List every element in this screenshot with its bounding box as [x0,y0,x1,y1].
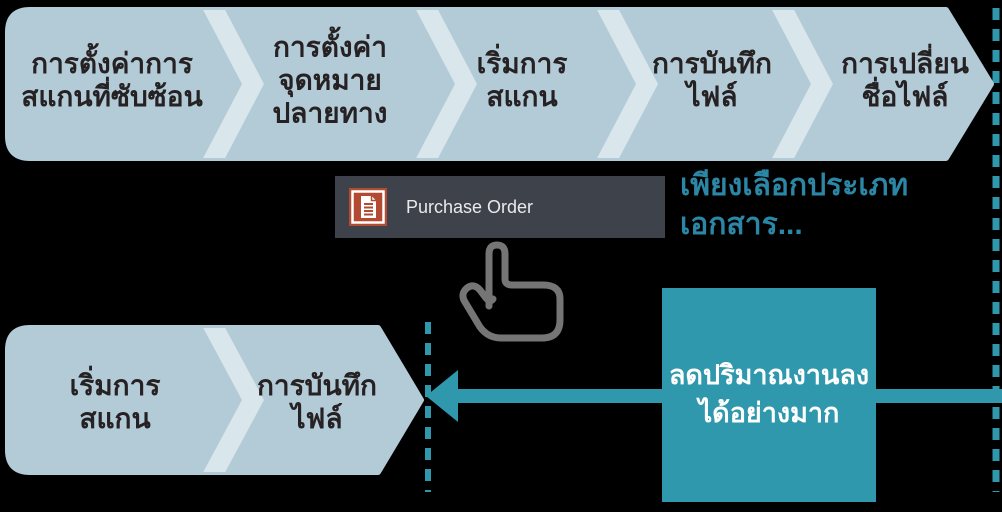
bottom-chevron-body [5,325,424,475]
top-step-1-label: การตั้งค่าการ สแกนที่ซับซ้อน [21,47,203,112]
chevron-divider [413,10,477,158]
bottom-step-1-label: เริ่มการ สแกน [69,369,161,434]
purchase-order-document-icon [349,188,387,226]
chevron-divider [769,10,833,158]
bottom-process-bar [5,325,424,475]
hand-pointer-icon [459,241,564,342]
chevron-divider [200,328,264,472]
top-chevron-body [5,7,994,161]
callout-text: เพียงเลือกประเภท เอกสาร... [680,169,909,241]
benefit-box: ลดปริมาณงานลง ได้อย่างมาก [662,288,876,502]
purchase-order-label: Purchase Order [406,196,534,217]
top-process-bar [5,7,994,161]
purchase-order-tile[interactable]: Purchase Order [335,176,665,238]
top-step-3-label: เริ่มการ สแกน [476,47,568,112]
top-step-2-label: การตั้งค่า จุดหมาย ปลายทาง [272,31,388,129]
reduction-arrow-head [426,370,458,422]
chevron-divider [200,10,264,158]
bottom-step-2-label: การบันทึก ไฟล์ [256,369,378,434]
top-step-4-label: การบันทึก ไฟล์ [651,47,773,112]
benefit-box-text: ลดปริมาณงานลง ได้อย่างมาก [668,360,870,428]
top-step-5-label: การเปลี่ยน ชื่อไฟล์ [841,47,969,112]
chevron-divider [594,10,658,158]
